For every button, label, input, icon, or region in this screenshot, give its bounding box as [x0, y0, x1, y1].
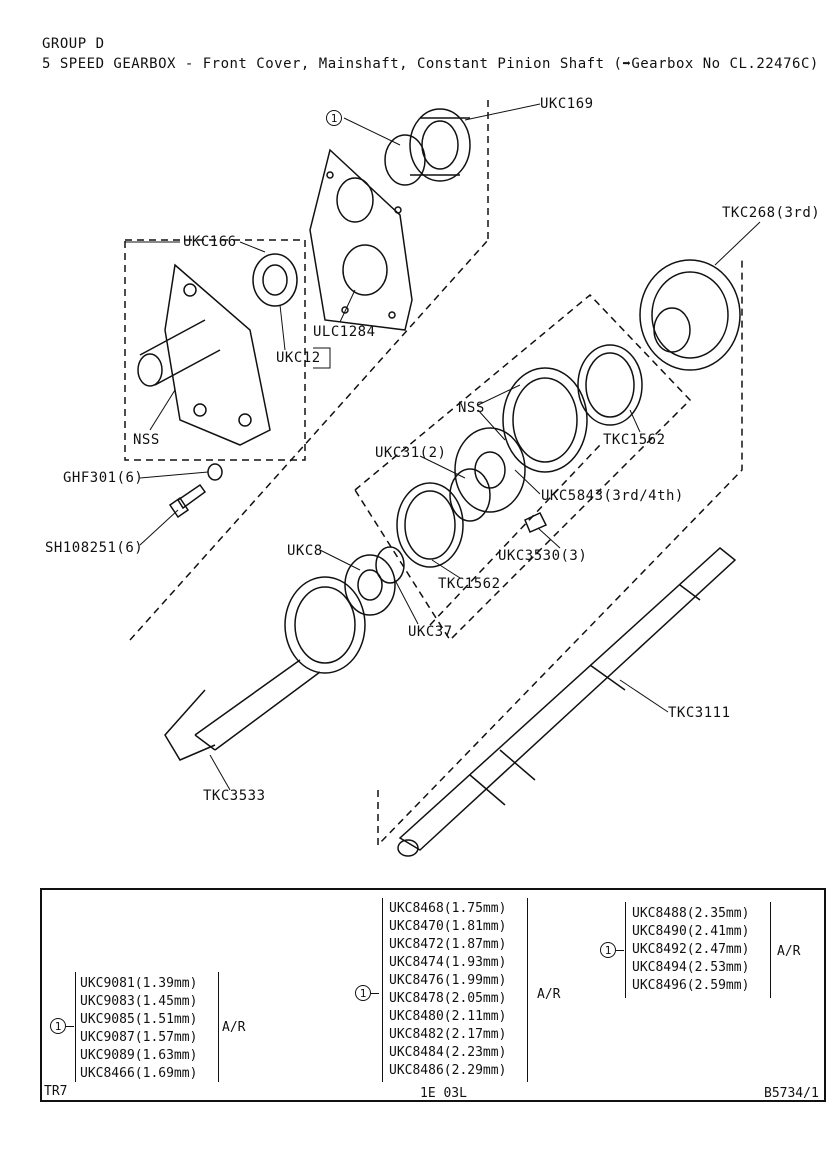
list-item: UKC9087(1.57mm)	[80, 1030, 198, 1045]
list-item: UKC9083(1.45mm)	[80, 994, 198, 1009]
list-item: UKC8494(2.53mm)	[632, 960, 750, 975]
label-tkc3111: TKC3111	[668, 705, 731, 721]
oil-seal-ukc12	[252, 253, 298, 307]
label-ukc8: UKC8	[287, 543, 323, 559]
shim-selection-table: 1 UKC9081(1.39mm) UKC9083(1.45mm) UKC908…	[40, 888, 826, 1102]
label-ukc166: UKC166	[183, 234, 237, 250]
group1-right-bracket	[218, 972, 219, 1082]
baulk-ring-tkc1562-lower	[396, 482, 464, 568]
list-item: UKC8468(1.75mm)	[389, 901, 507, 916]
synchro-group-box	[354, 293, 692, 642]
group2-qty: A/R	[537, 987, 561, 1002]
label-tkc268: TKC268(3rd)	[722, 205, 821, 221]
arrow-right-icon: ➡	[622, 56, 632, 72]
group3-right-bracket	[770, 902, 771, 998]
list-item: UKC8470(1.81mm)	[389, 919, 507, 934]
spring-ukc31	[449, 468, 491, 522]
label-nss-cover: NSS	[133, 432, 160, 448]
label-ukc12: UKC12	[276, 350, 321, 366]
group-title: GROUP D	[42, 36, 105, 52]
label-ukc169: UKC169	[540, 96, 594, 112]
group2-list: UKC8468(1.75mm) UKC8470(1.81mm) UKC8472(…	[389, 900, 506, 1080]
list-item: UKC8472(1.87mm)	[389, 937, 507, 952]
list-item: UKC8484(2.23mm)	[389, 1045, 507, 1060]
list-item: UKC8466(1.69mm)	[80, 1066, 198, 1081]
list-item: UKC8480(2.11mm)	[389, 1009, 507, 1024]
group3-list: UKC8488(2.35mm) UKC8490(2.41mm) UKC8492(…	[632, 905, 749, 995]
figure-number: B5734/1	[764, 1086, 819, 1101]
group2-marker: 1	[355, 985, 371, 1001]
list-item: UKC9081(1.39mm)	[80, 976, 198, 991]
label-sh108251: SH108251(6)	[45, 540, 144, 556]
list-item: UKC9089(1.63mm)	[80, 1048, 198, 1063]
list-item: UKC8482(2.17mm)	[389, 1027, 507, 1042]
bearing-ukc8	[344, 554, 396, 616]
front-cover-ukc166	[137, 263, 271, 446]
washer-ghf301	[207, 463, 223, 481]
group1-qty: A/R	[222, 1020, 246, 1035]
gear-tkc268	[639, 259, 741, 371]
label-tkc1562-top: TKC1562	[603, 432, 666, 448]
oil-seal-ukc169	[409, 108, 471, 182]
diagram-title: 5 SPEED GEARBOX - Front Cover, Mainshaft…	[42, 56, 819, 72]
constant-pinion-shaft-tkc3533	[164, 576, 366, 761]
label-tkc1562-bottom: TKC1562	[438, 576, 501, 592]
title-suffix: Gearbox No CL.22476C)	[631, 56, 819, 72]
label-ukc31: UKC31(2)	[375, 445, 447, 461]
list-item: UKC8476(1.99mm)	[389, 973, 507, 988]
list-item: UKC8490(2.41mm)	[632, 924, 750, 939]
title-prefix: 5 SPEED GEARBOX - Front Cover, Mainshaft…	[42, 56, 623, 72]
group1-list: UKC9081(1.39mm) UKC9083(1.45mm) UKC9085(…	[80, 975, 197, 1083]
list-item: UKC8492(2.47mm)	[632, 942, 750, 957]
list-item: UKC9085(1.51mm)	[80, 1012, 198, 1027]
model-code: TR7	[44, 1084, 68, 1099]
label-nss-sync: NSS	[458, 400, 485, 416]
front-cover-group-box	[124, 239, 306, 461]
exploded-parts-drawing	[124, 100, 761, 857]
synchro-sleeve	[502, 367, 588, 473]
shim-callout-marker: 1	[326, 110, 342, 126]
mainshaft-tkc3111	[397, 547, 737, 857]
list-item: UKC8474(1.93mm)	[389, 955, 507, 970]
label-ukc3530: UKC3530(3)	[498, 548, 588, 564]
shim-ring	[384, 134, 426, 186]
group3-left-bracket	[625, 902, 626, 998]
list-item: UKC8478(2.05mm)	[389, 991, 507, 1006]
label-ukc5843: UKC5843(3rd/4th)	[541, 488, 684, 504]
group3-qty: A/R	[777, 944, 801, 959]
list-item: UKC8496(2.59mm)	[632, 978, 750, 993]
shifting-plate-ukc3530	[524, 512, 548, 533]
group1-marker: 1	[50, 1018, 66, 1034]
section-code: 1E 03L	[420, 1086, 467, 1101]
label-ukc37: UKC37	[408, 624, 453, 640]
list-item: UKC8488(2.35mm)	[632, 906, 750, 921]
label-ghf301: GHF301(6)	[63, 470, 144, 486]
group1-left-bracket	[75, 972, 76, 1082]
group2-right-bracket	[527, 898, 528, 1082]
mainshaft-guide-line-b	[377, 260, 743, 847]
group2-left-bracket	[382, 898, 383, 1082]
gasket-ulc1284	[309, 148, 413, 331]
group3-marker: 1	[600, 942, 616, 958]
label-tkc3533: TKC3533	[203, 788, 266, 804]
oil-thrower-ukc37	[375, 546, 405, 584]
baulk-ring-tkc1562-upper	[577, 344, 643, 426]
list-item: UKC8486(2.29mm)	[389, 1063, 507, 1078]
label-ulc1284: ULC1284	[313, 324, 376, 340]
mainshaft-guide-line-a	[129, 100, 489, 641]
